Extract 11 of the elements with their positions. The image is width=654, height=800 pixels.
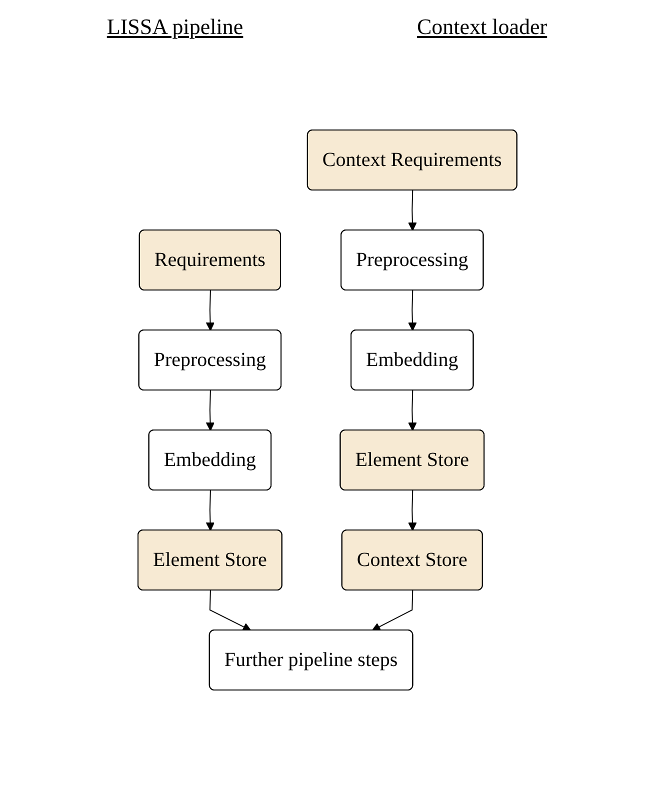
arrow [205, 290, 214, 331]
column-heading: Context loader [416, 14, 548, 40]
arrow [408, 490, 416, 531]
arrow [408, 190, 416, 231]
arrow [408, 390, 416, 431]
arrow [209, 590, 251, 631]
column-heading: LISSA pipeline [106, 14, 244, 40]
arrow [205, 490, 214, 531]
arrow [371, 590, 413, 631]
arrow [408, 290, 416, 331]
arrow [205, 390, 214, 431]
